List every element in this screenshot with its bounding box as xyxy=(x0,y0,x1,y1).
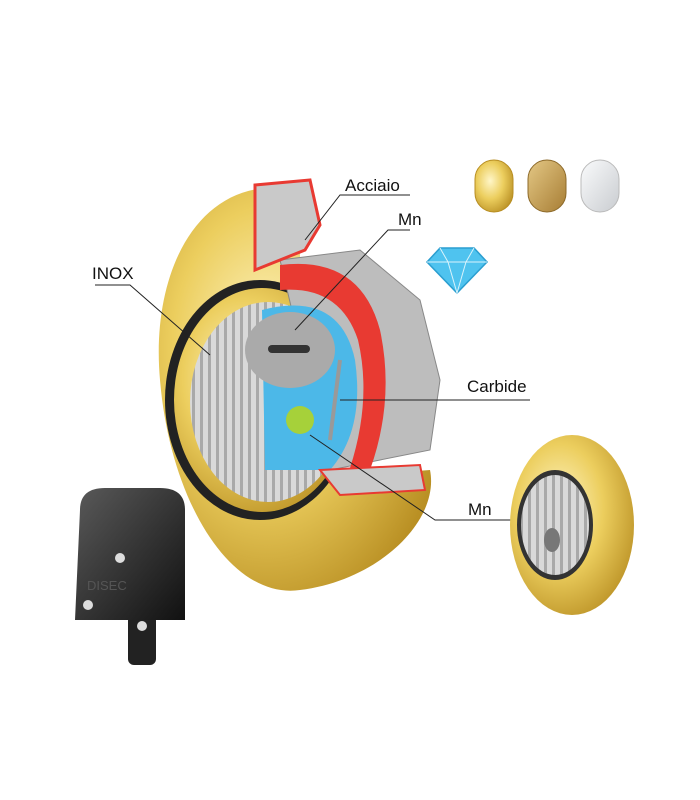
label-carbide: Carbide xyxy=(467,377,527,396)
finish-swatches xyxy=(474,159,620,213)
label-mn-bottom: Mn xyxy=(468,500,492,519)
diamond-icon xyxy=(425,247,489,295)
label-mn-top: Mn xyxy=(398,210,422,229)
disec-logo: DISEC xyxy=(87,578,127,593)
swatch-gold[interactable] xyxy=(474,159,514,213)
leader-lines xyxy=(95,194,530,521)
label-inox: INOX xyxy=(92,264,134,283)
label-acciaio: Acciaio xyxy=(345,176,400,195)
swatch-chrome[interactable] xyxy=(580,159,620,213)
lock-protector-small xyxy=(510,435,634,615)
lock-protector-cutaway xyxy=(158,178,441,591)
black-protector: DISEC xyxy=(75,488,185,665)
swatch-bronze[interactable] xyxy=(527,159,567,213)
